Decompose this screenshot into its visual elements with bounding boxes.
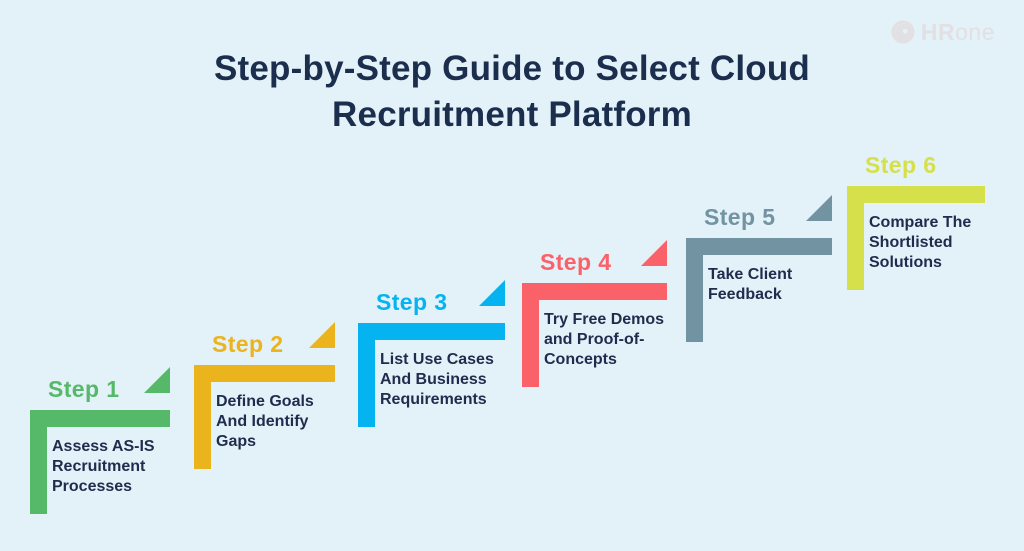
step-2-bar-vertical (194, 382, 211, 469)
step-2-label: Step 2 (212, 331, 284, 357)
step-1-bar-vertical (30, 427, 47, 514)
hrone-swirl-icon (891, 20, 915, 44)
step-3-label: Step 3 (376, 289, 448, 315)
step-4-description: Try Free Demos and Proof-of- Concepts (544, 311, 665, 368)
step-4-bar-vertical (522, 300, 539, 387)
logo-one-text: one (955, 19, 995, 45)
step-6-bar-vertical (847, 203, 864, 290)
step-5-description: Take Client Feedback (708, 266, 793, 303)
step-1-triangle-icon (144, 367, 170, 393)
step-5-label: Step 5 (704, 204, 776, 230)
step-6-label: Step 6 (865, 152, 937, 178)
step-1-description: Assess AS-IS Recruitment Processes (52, 438, 155, 495)
step-4-bar-horizontal (522, 283, 667, 300)
step-1-label: Step 1 (48, 376, 120, 402)
step-6-description: Compare The Shortlisted Solutions (869, 214, 972, 271)
step-2-triangle-icon (309, 322, 335, 348)
step-5-triangle-icon (806, 195, 832, 221)
step-3-bar-horizontal (358, 323, 505, 340)
step-5-bar-vertical (686, 255, 703, 342)
logo-hr-text: HR (920, 19, 956, 45)
step-4-label: Step 4 (540, 249, 612, 275)
step-3-description: List Use Cases And Business Requirements (380, 351, 494, 408)
step-2-bar-horizontal (194, 365, 335, 382)
step-6-bar-horizontal (847, 186, 985, 203)
step-2-description: Define Goals And Identify Gaps (216, 393, 314, 450)
hrone-logo: HRone (890, 19, 995, 45)
hrone-wordmark: HRone (921, 19, 995, 45)
step-4-triangle-icon (641, 240, 667, 266)
step-5-bar-horizontal (686, 238, 832, 255)
page-title: Step-by-Step Guide to Select Cloud Recru… (213, 49, 810, 134)
step-3-triangle-icon (479, 280, 505, 306)
step-3-bar-vertical (358, 340, 375, 427)
step-1-bar-horizontal (30, 410, 170, 427)
